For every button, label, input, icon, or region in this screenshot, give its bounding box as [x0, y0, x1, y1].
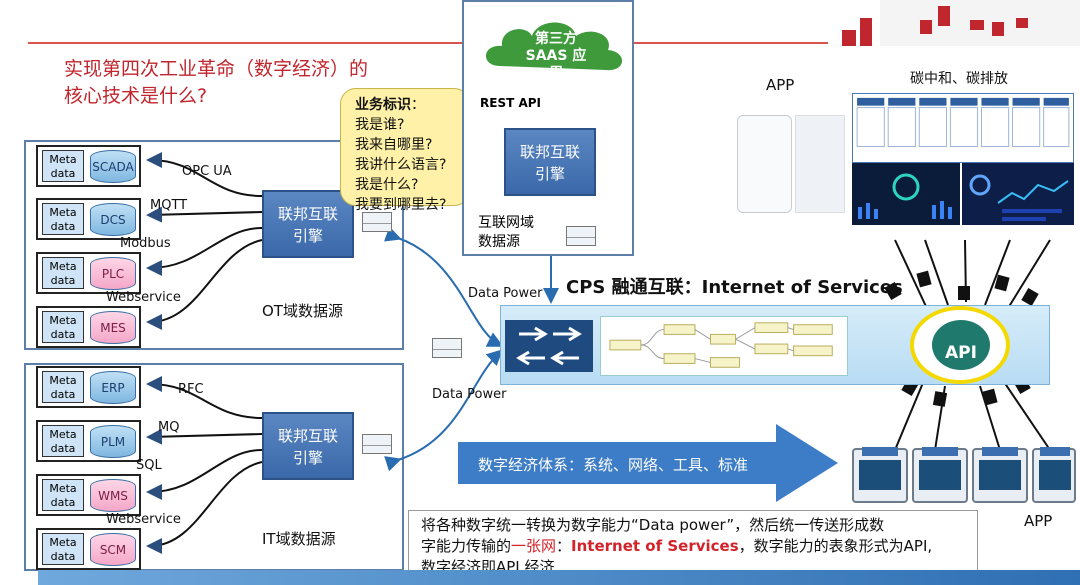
database-icon: WMS: [90, 479, 136, 512]
protocol-label: RFC: [178, 382, 204, 397]
callout-line: 我是什么?: [355, 177, 419, 193]
data-power-label: Data Power: [432, 387, 507, 402]
callout-line: 我是谁?: [355, 117, 405, 133]
network-switch-icon: [505, 320, 593, 372]
cps-title: CPS 融通互联：Internet of Services: [566, 277, 903, 298]
database-icon: SCADA: [90, 150, 136, 183]
callout-heading: 业务标识: [355, 97, 411, 113]
envelope-icon: [362, 212, 392, 232]
database-icon: ERP: [90, 371, 136, 404]
note-line: 将各种数字统一转换为数字能力“Data power”，然后统一传送形成数: [421, 516, 885, 534]
app-label-bottom: APP: [1024, 512, 1053, 530]
rest-api-label: REST API: [480, 96, 541, 110]
digital-economy-arrow: [458, 424, 838, 502]
it-federation-engine: 联邦互联引擎: [262, 412, 354, 480]
protocol-label: Webservice: [106, 290, 181, 305]
protocol-label: MQ: [158, 420, 180, 435]
device-panel: [1032, 447, 1076, 503]
protocol-label: Webservice: [106, 512, 181, 527]
flow-diagram: [600, 316, 848, 376]
digital-economy-label: 数字经济体系：系统、网络、工具、标准: [478, 456, 749, 474]
brand-decoration: [842, 0, 1080, 46]
business-id-callout: 业务标识： 我是谁? 我来自哪里? 我讲什么语言? 我是什么? 我要到哪里去?: [340, 88, 470, 213]
internet-domain-label: 互联网域数据源: [478, 215, 534, 250]
protocol-label: MQTT: [150, 198, 188, 213]
database-icon: PLC: [90, 257, 136, 290]
callout-line: 我讲什么语言?: [355, 157, 447, 173]
internet-federation-engine: 联邦互联引擎: [504, 128, 596, 196]
cloud-icon: [485, 22, 623, 71]
database-icon: PLM: [90, 425, 136, 458]
envelope-icon: [566, 226, 596, 246]
device-panel: [912, 447, 968, 503]
envelope-icon: [362, 434, 392, 454]
dashboard-dark-screenshot: [962, 163, 1074, 225]
protocol-label: Modbus: [120, 236, 171, 251]
api-hub: API: [910, 306, 1010, 384]
callout-line: 我来自哪里?: [355, 137, 433, 153]
it-domain-label: IT域数据源: [262, 530, 336, 548]
page-title: 实现第四次工业革命（数字经济）的 核心技术是什么?: [64, 56, 368, 110]
database-icon: SCM: [90, 533, 136, 566]
database-icon: MES: [90, 311, 136, 344]
app-screenshot: [795, 115, 845, 213]
title-underline: [28, 42, 828, 44]
app-label-top: APP: [766, 76, 795, 94]
protocol-label: SQL: [136, 458, 162, 473]
ot-domain-label: OT域数据源: [262, 302, 343, 320]
title-line-1: 实现第四次工业革命（数字经济）的: [64, 58, 369, 80]
footer-bar: [38, 570, 1080, 585]
device-panel: [972, 447, 1028, 503]
callout-line: 我要到哪里去?: [355, 197, 447, 213]
protocol-label: OPC UA: [182, 164, 232, 179]
device-panel: [852, 447, 908, 503]
carbon-label: 碳中和、碳排放: [910, 71, 1008, 87]
api-gear-icon: API: [932, 320, 990, 370]
title-line-2: 核心技术是什么?: [64, 85, 208, 107]
mobile-app-screenshot: [737, 115, 792, 213]
data-power-label: Data Power: [468, 286, 543, 301]
dashboard-dark-screenshot: [852, 163, 960, 225]
envelope-icon: [432, 338, 462, 358]
dashboard-table-screenshot: [852, 93, 1074, 163]
ot-federation-engine: 联邦互联引擎: [262, 190, 354, 258]
note-line: 字能力传输的一张网：Internet of Services，数字能力的表象形式…: [421, 537, 933, 555]
database-icon: DCS: [90, 203, 136, 236]
